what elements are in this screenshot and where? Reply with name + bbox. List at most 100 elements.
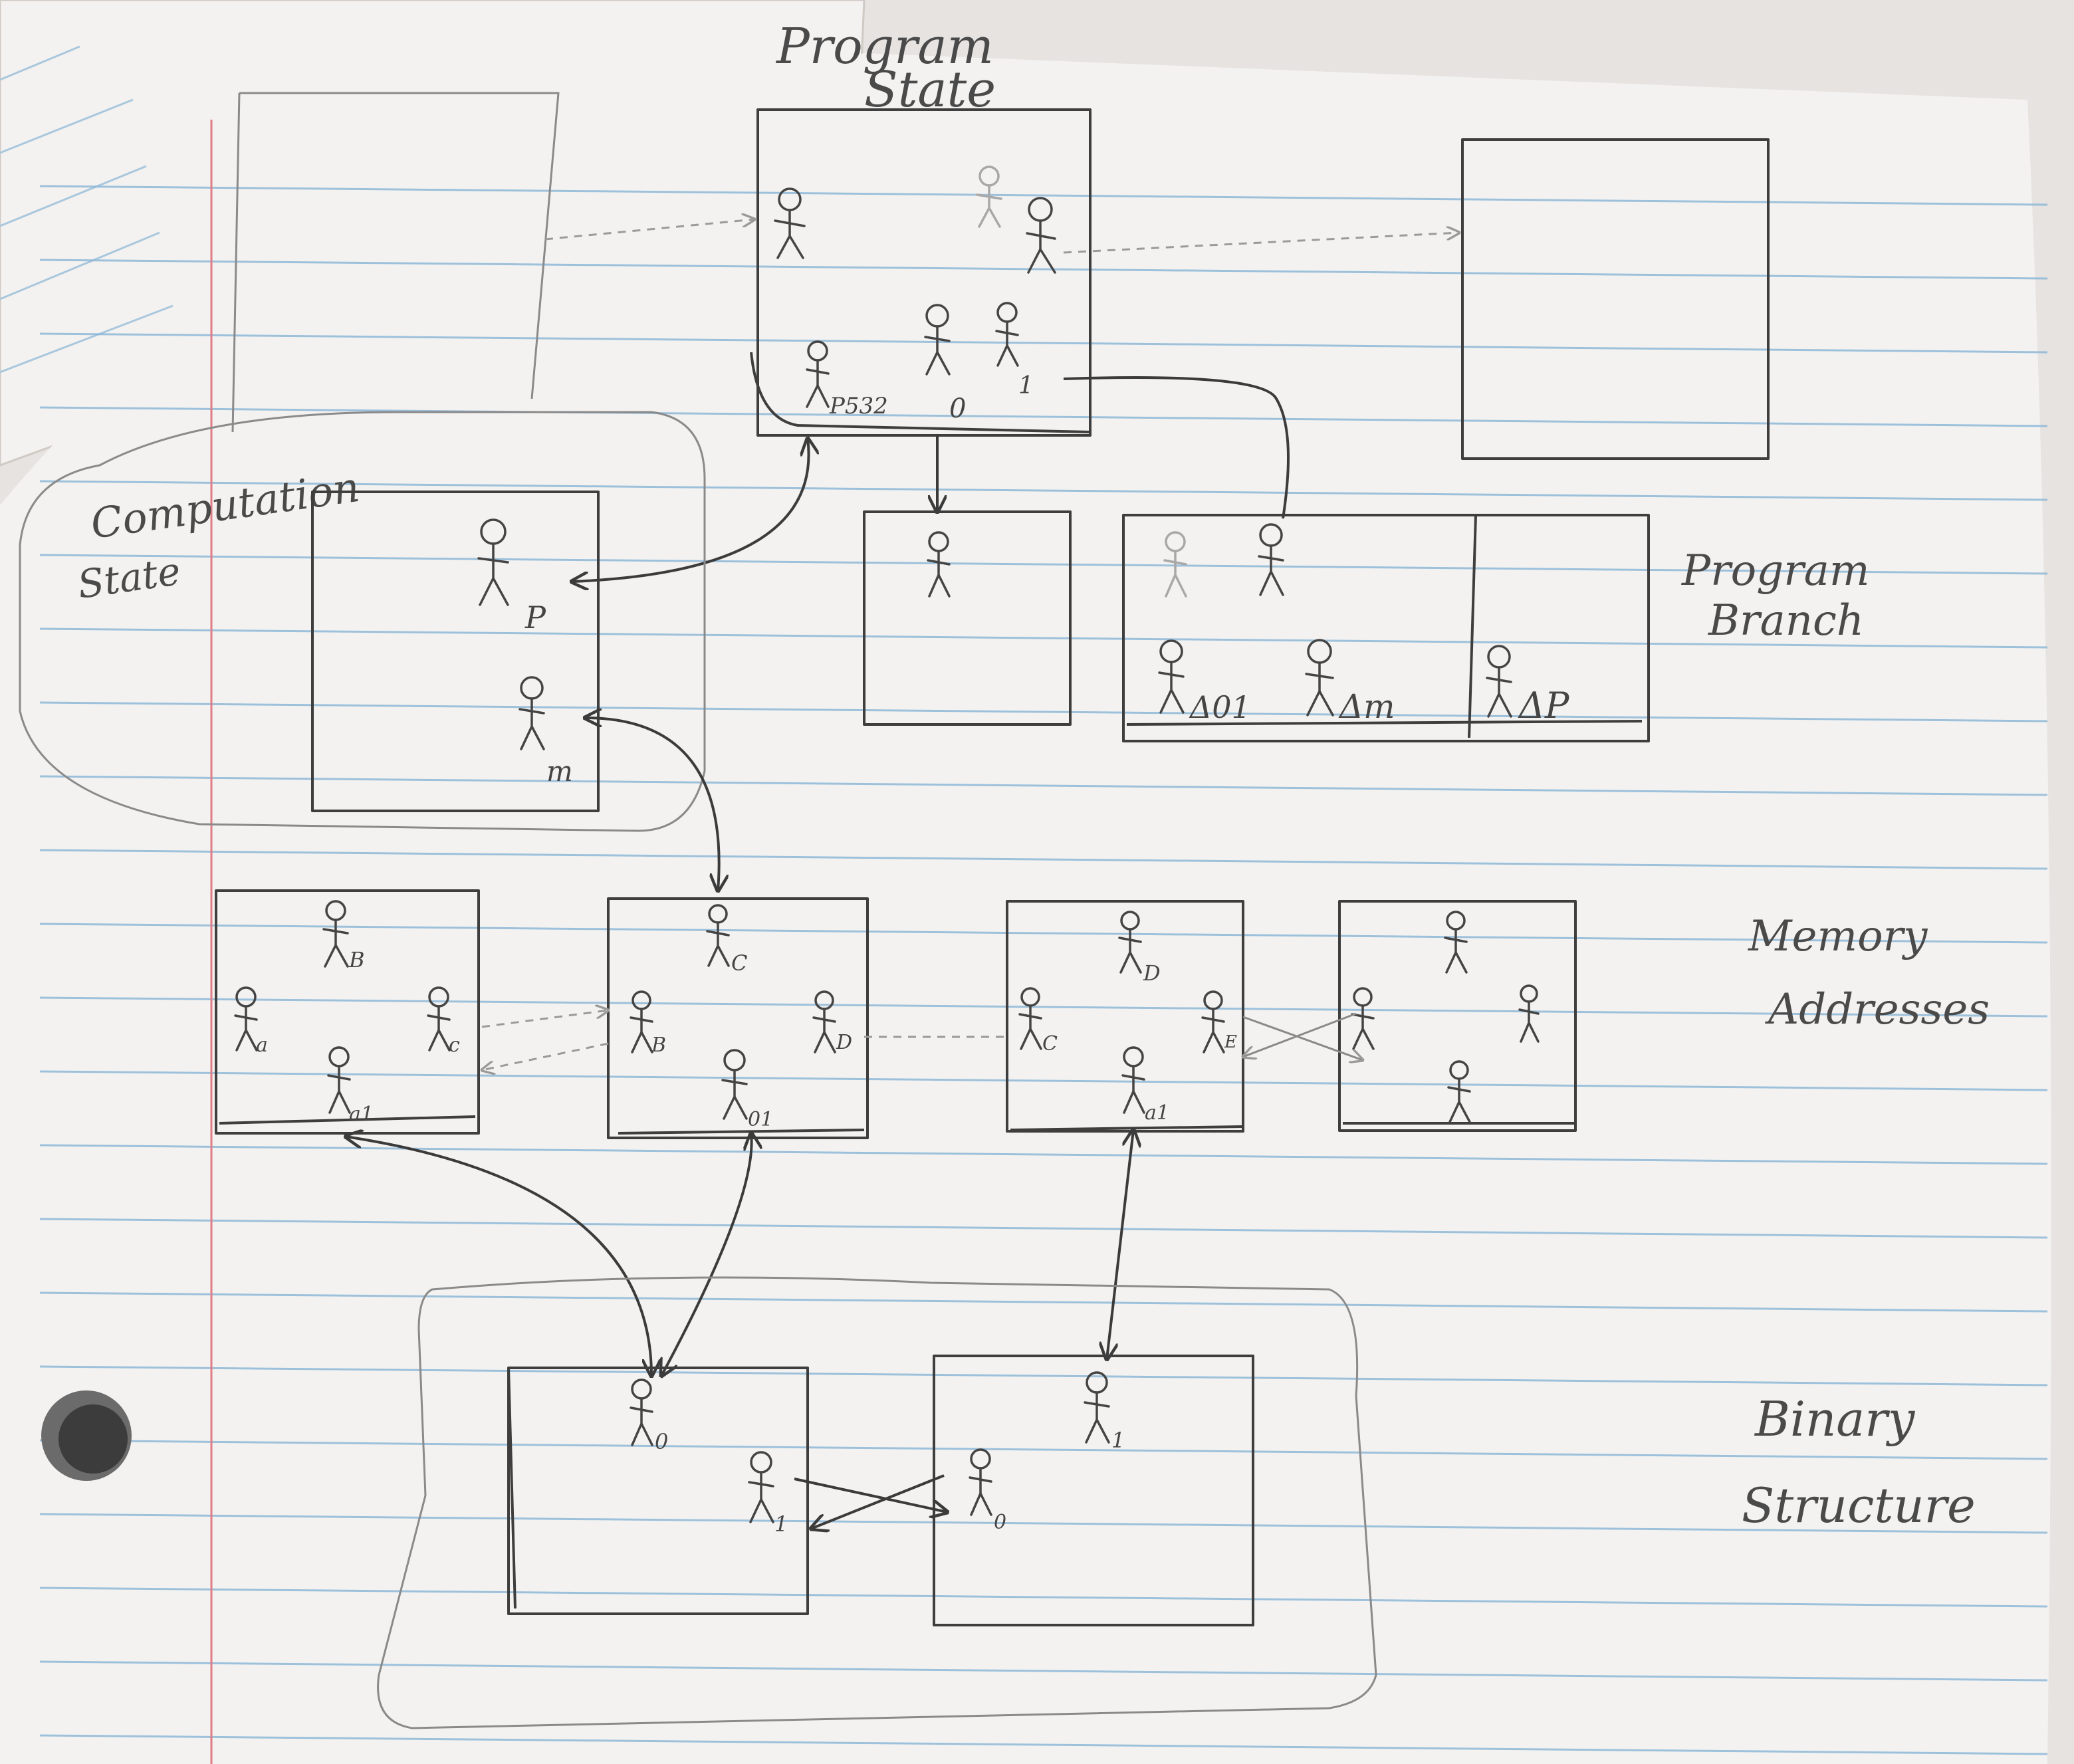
- stick-figure: [1084, 1371, 1110, 1444]
- stick-figure: [806, 340, 830, 408]
- stick-figure: [774, 187, 806, 259]
- stick-figure: [995, 302, 1019, 367]
- stick-figure: [969, 1448, 992, 1516]
- stick-figure: [1486, 645, 1512, 718]
- bin-one-top-label: 1: [1111, 1428, 1125, 1453]
- binary-cross-arrow-1: [794, 1478, 947, 1512]
- delta-01-label: Δ01: [1189, 689, 1251, 725]
- stick-figure: [721, 1049, 748, 1120]
- program-state-label-1: Program: [775, 18, 994, 75]
- computation-memory-arrow: [585, 718, 719, 891]
- mem-dashed-link-right: [481, 1010, 608, 1028]
- mem-binary-arrow-2: [661, 1133, 752, 1376]
- mem-c3-label: C: [1042, 1032, 1058, 1055]
- m-label: m: [546, 755, 573, 788]
- underlying-page-lines: [0, 45, 173, 374]
- stick-figure: [477, 518, 509, 606]
- ruled-line: [39, 627, 2048, 649]
- ruled-line: [39, 923, 2048, 944]
- stick-figure: [1447, 1060, 1471, 1123]
- p532-label: P532: [829, 393, 888, 419]
- right-dashed-link: [1063, 233, 1459, 254]
- stick-figure: [1351, 987, 1375, 1050]
- mem-01-label: 01: [748, 1108, 773, 1131]
- mem-a2-label: a1: [1145, 1101, 1169, 1125]
- program-branch-label-2: Branch: [1708, 596, 1864, 645]
- stick-figure: [1201, 990, 1225, 1053]
- mem-dashed-link-left: [482, 1042, 609, 1070]
- stick-figure: [1163, 531, 1187, 598]
- memory-addresses-label-2: Addresses: [1765, 985, 1990, 1034]
- mem-a1-label: a1: [349, 1103, 374, 1126]
- ruled-line: [39, 332, 2048, 354]
- mem-binary-arrow-3: [1107, 1130, 1133, 1359]
- stick-figure: [1518, 984, 1540, 1043]
- stick-figure: [1305, 639, 1334, 717]
- mem-d2-label: D: [1143, 960, 1161, 986]
- delta-m-label: Δm: [1338, 687, 1395, 726]
- stick-figure: [1121, 1046, 1145, 1114]
- bin-zero-top-label: 0: [655, 1429, 668, 1454]
- mem-c-label: c: [449, 1034, 460, 1057]
- ruled-line: [39, 1070, 2048, 1091]
- stick-figure: [630, 1378, 653, 1446]
- ruled-line: [39, 480, 2048, 501]
- program-branch-box: [1122, 514, 1650, 742]
- stick-figure: [518, 676, 545, 750]
- ruled-line: [39, 1587, 2048, 1608]
- ruled-line: [39, 1660, 2048, 1682]
- binary-cross-arrow-2: [811, 1474, 945, 1529]
- program-branch-label-1: Program: [1681, 546, 1870, 596]
- mem-b-label: B: [348, 947, 365, 972]
- bin-zero-label: 0: [994, 1511, 1006, 1534]
- binary-structure-label-2: Structure: [1742, 1478, 1976, 1533]
- zero-label: 0: [949, 393, 966, 424]
- binary-box-left-edge: [507, 1367, 517, 1609]
- stick-figure: [706, 904, 730, 967]
- stick-figure: [427, 986, 451, 1051]
- stick-figure: [327, 1046, 351, 1114]
- bin-one-label: 1: [774, 1511, 788, 1537]
- mem-binary-arrow-1: [346, 1137, 651, 1376]
- ruled-line: [39, 1439, 2048, 1460]
- left-faint-box: [231, 92, 560, 433]
- branch-base-line: [1126, 720, 1643, 726]
- right-program-box: [1461, 138, 1770, 460]
- mem-cross-link-2: [1243, 1012, 1357, 1057]
- ruled-line: [39, 259, 2048, 280]
- stick-figure: [748, 1451, 774, 1523]
- stick-figure: [1018, 987, 1042, 1050]
- stick-figure: [1158, 639, 1185, 714]
- branch-small-box: [863, 510, 1072, 726]
- delta-p-label: ΔP: [1518, 685, 1570, 726]
- stick-figure: [1258, 523, 1284, 596]
- binary-box-right: [933, 1355, 1254, 1626]
- ruled-line: [39, 406, 2048, 427]
- computation-state-box: [311, 491, 600, 812]
- p-label: P: [524, 600, 546, 635]
- ruled-line: [39, 701, 2048, 722]
- state-to-branch-link: [1063, 376, 1290, 519]
- binary-box-left: [507, 1367, 809, 1615]
- binary-structure-label-1: Binary: [1754, 1391, 1916, 1447]
- mem-a-label: a: [256, 1034, 268, 1057]
- stick-figure: [812, 990, 836, 1053]
- ruled-line: [39, 1513, 2048, 1534]
- ruled-line: [39, 185, 2048, 206]
- mem-c2-label: C: [731, 950, 747, 976]
- mem-d-label: D: [836, 1031, 852, 1054]
- memory-box-4: [1338, 900, 1577, 1132]
- binary-structure-outline: [377, 1276, 1377, 1729]
- one-label: 1: [1018, 372, 1034, 399]
- left-dashed-link: [544, 219, 754, 241]
- ruled-line: [39, 849, 2048, 870]
- memory-box-1-base: [219, 1115, 476, 1125]
- stick-figure: [1118, 911, 1142, 974]
- stick-figure: [924, 304, 951, 376]
- program-state-box: [756, 108, 1092, 437]
- stick-figure: [927, 531, 951, 598]
- stick-figure: [1026, 197, 1056, 274]
- memory-addresses-label-1: Memory: [1748, 912, 1928, 961]
